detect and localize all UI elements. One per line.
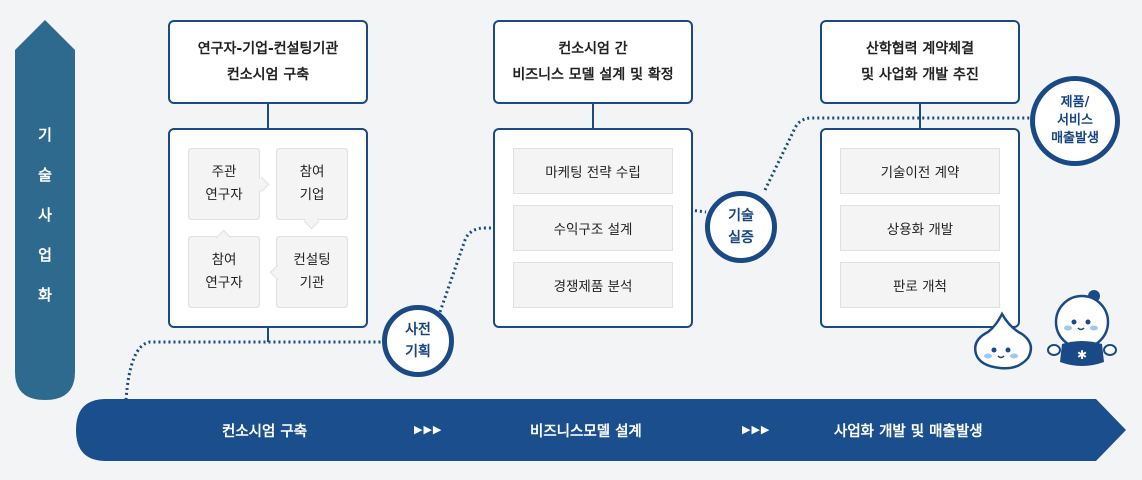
arrow-label-consortium: 컨소시엄 구축 [222, 424, 308, 440]
stage2-item: 마케팅 전략 수립 [513, 148, 673, 194]
stage3-item: 상용화 개발 [840, 205, 1000, 251]
stage3-title-box: 산학협력 계약체결 및 사업화 개발 추진 [820, 20, 1020, 104]
separator-arrows-icon: ▶▶▶ [414, 423, 443, 436]
vertical-label-char: 업 [38, 246, 52, 264]
vertical-label-char: 기 [38, 126, 52, 144]
vertical-label-char: 술 [38, 166, 52, 184]
connector-line [267, 328, 269, 342]
svg-text:✱: ✱ [1077, 348, 1087, 362]
connector-line [592, 104, 594, 128]
milestone-sales-badge: 제품/ 서비스 매출발생 [1030, 76, 1120, 166]
stage2-item: 경쟁제품 분석 [513, 262, 673, 308]
stage2-title-line1: 컨소시엄 간 [558, 41, 628, 57]
vertical-label-char: 사 [38, 206, 52, 224]
stage2-detail-box: 마케팅 전략 수립 수익구조 설계 경쟁제품 분석 [493, 128, 693, 328]
stage3-item: 판로 개척 [840, 262, 1000, 308]
mascot-snowflake-icon: ✱ [1047, 290, 1117, 366]
stage1-title-line2: 컨소시엄 구축 [226, 67, 310, 83]
connector-line [267, 104, 269, 128]
stage1-title-box: 연구자-기업-컨설팅기관 컨소시엄 구축 [168, 20, 368, 104]
milestone-planning-badge: 사전 기획 [382, 305, 454, 377]
progress-arrow [76, 399, 1126, 461]
stage3-title-line2: 및 사업화 개발 추진 [861, 67, 979, 83]
stage3-title-line1: 산학협력 계약체결 [866, 41, 974, 57]
mascot-droplet-icon [974, 311, 1033, 370]
stage2-title-box: 컨소시엄 간 비즈니스 모델 설계 및 확정 [493, 20, 693, 104]
stage3-item: 기술이전 계약 [840, 148, 1000, 194]
separator-arrows-icon: ▶▶▶ [742, 423, 771, 436]
stage1-title-line1: 연구자-기업-컨설팅기관 [197, 41, 339, 57]
stage3-detail-box: 기술이전 계약 상용화 개발 판로 개척 [820, 128, 1020, 328]
vertical-arrow: 기 술 사 업 화 [15, 20, 75, 400]
arrow-label-commercialization: 사업화 개발 및 매출발생 [834, 424, 983, 440]
vertical-label-char: 화 [38, 286, 52, 304]
milestone-verification-badge: 기술 실증 [705, 191, 777, 263]
stage2-item: 수익구조 설계 [513, 205, 673, 251]
connector-line [919, 104, 921, 128]
stage2-title-line2: 비즈니스 모델 설계 및 확정 [512, 67, 674, 83]
arrow-label-business-model: 비즈니스모델 설계 [530, 424, 642, 440]
